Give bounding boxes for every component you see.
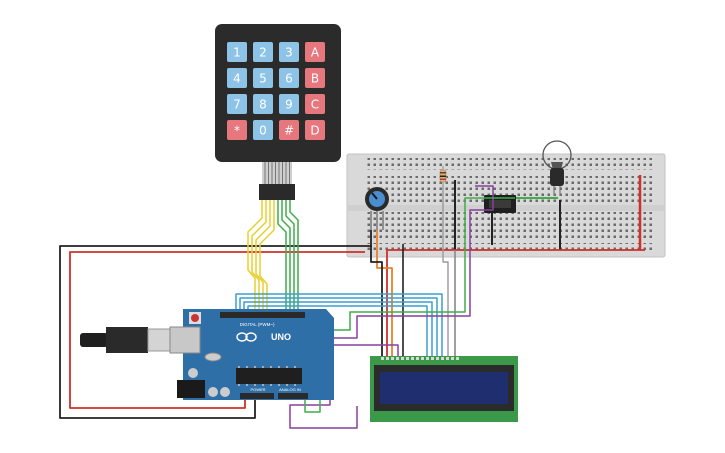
keypad-key-label: 8	[259, 98, 267, 112]
keypad-key[interactable]: 4	[227, 68, 247, 88]
keypad: 1 2 3 A 4 5 6 B 7 8 9 C * 0 # D	[215, 24, 341, 200]
breadboard-bottom-rail	[365, 243, 655, 253]
keypad-key[interactable]: 7	[227, 94, 247, 114]
keypad-key-label: 0	[259, 124, 267, 138]
usb-cable-icon	[80, 327, 171, 353]
keypad-key[interactable]: 0	[253, 120, 273, 140]
keypad-key[interactable]: #	[279, 120, 299, 140]
keypad-key-label: B	[311, 72, 319, 86]
keypad-key[interactable]: C	[305, 94, 325, 114]
breadboard-terminal-bottom	[365, 212, 655, 240]
keypad-key[interactable]: B	[305, 68, 325, 88]
keypad-key-label: 4	[233, 72, 241, 86]
relay	[484, 195, 516, 213]
keypad-key-label: #	[284, 124, 294, 138]
resistor	[439, 166, 447, 186]
keypad-key-label: 2	[259, 46, 267, 60]
keypad-key[interactable]: 3	[279, 42, 299, 62]
light-bulb	[542, 140, 572, 196]
keypad-key-label: A	[311, 46, 320, 60]
digital-header	[220, 312, 305, 318]
keypad-key[interactable]: 6	[279, 68, 299, 88]
model-label: UNO	[271, 332, 291, 342]
power-label: POWER	[250, 387, 265, 392]
keypad-key-label: 9	[285, 98, 293, 112]
keypad-key-label: 6	[285, 72, 293, 86]
keypad-key[interactable]: *	[227, 120, 247, 140]
keypad-key-label: 5	[259, 72, 267, 86]
keypad-key-label: 3	[285, 46, 293, 60]
keypad-key-label: 7	[233, 98, 241, 112]
potentiometer	[365, 187, 389, 230]
keypad-key[interactable]: 5	[253, 68, 273, 88]
digital-label: DIGITAL (PWM~)	[240, 322, 275, 327]
keypad-key[interactable]: D	[305, 120, 325, 140]
atmega-chip	[236, 368, 302, 384]
keypad-key[interactable]: 9	[279, 94, 299, 114]
keypad-key-label: C	[311, 98, 319, 112]
keypad-key[interactable]: 2	[253, 42, 273, 62]
keypad-header	[259, 184, 295, 200]
breadboard-top-rail	[365, 158, 655, 170]
keypad-key-label: *	[234, 124, 240, 138]
lcd-display	[370, 356, 518, 422]
arduino-uno: DIGITAL (PWM~) UNO POWER ANALOG IN	[80, 309, 334, 400]
lcd-screen	[380, 372, 508, 404]
analog-header	[278, 393, 308, 399]
wires	[59, 185, 645, 429]
arduino-infinity-logo-icon	[236, 332, 257, 342]
analog-label: ANALOG IN	[279, 387, 301, 392]
power-header	[240, 393, 274, 399]
keypad-key[interactable]: 1	[227, 42, 247, 62]
keypad-key[interactable]: 8	[253, 94, 273, 114]
keypad-key-label: 1	[233, 46, 241, 60]
keypad-key-label: D	[310, 124, 319, 138]
keypad-key[interactable]: A	[305, 42, 325, 62]
